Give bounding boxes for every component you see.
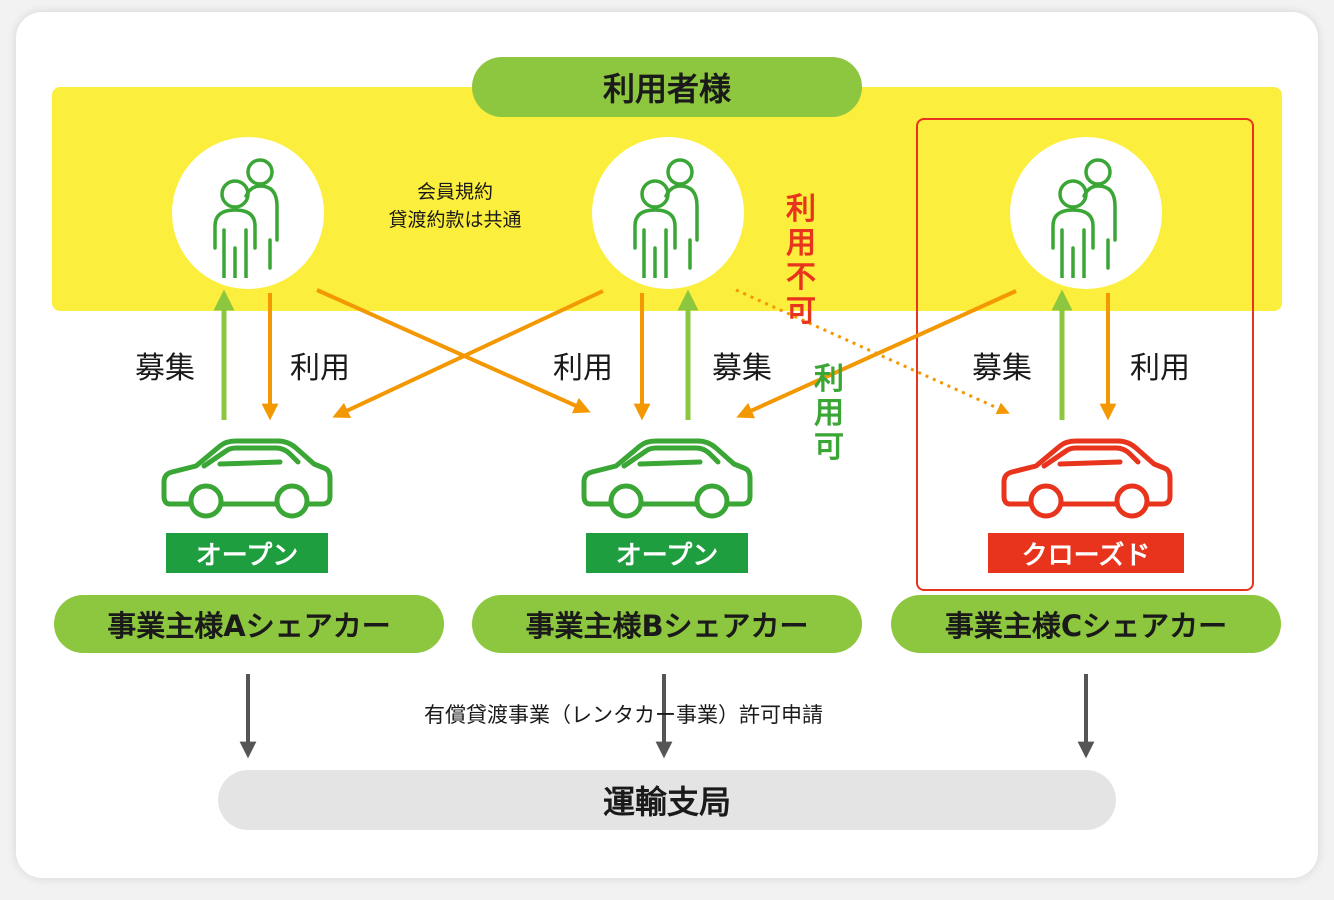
car-icon xyxy=(1001,438,1173,519)
note-line-2: 貸渡約款は共通 xyxy=(388,209,522,231)
cross-use-arrow-c-to-b xyxy=(736,289,1017,419)
business-a: 事業主様Aシェアカー xyxy=(54,595,444,653)
cross-use-arrow-b-to-a xyxy=(332,289,604,419)
users-icon xyxy=(1051,158,1117,278)
use-label-a: 利用 xyxy=(290,351,350,386)
transport-bureau: 運輸支局 xyxy=(218,770,1116,830)
use-label-b: 利用 xyxy=(553,351,613,386)
recruit-label-b: 募集 xyxy=(712,351,772,386)
business-c: 事業主様Cシェアカー xyxy=(891,595,1281,653)
car-icon xyxy=(161,438,333,519)
status-badge-open-a: オープン xyxy=(166,533,328,573)
not-allowed-char: 可 xyxy=(786,294,816,329)
closed-highlight-frame xyxy=(916,118,1254,591)
shared-terms-note: 会員規約 貸渡約款は共通 xyxy=(360,178,550,234)
not-allowed-label: 利 用 不 可 xyxy=(784,193,818,329)
cross-use-arrow-a-to-b xyxy=(316,288,591,414)
user-group-c xyxy=(1010,137,1162,289)
not-allowed-char: 利 xyxy=(786,192,816,227)
status-badge-open-b: オープン xyxy=(586,533,748,573)
permit-application-text: 有償貸渡事業（レンタカー事業）許可申請 xyxy=(424,703,823,727)
use-label-c: 利用 xyxy=(1130,351,1190,386)
users-icon xyxy=(213,158,279,278)
user-group-b xyxy=(592,137,744,289)
users-icon xyxy=(633,158,699,278)
user-group-a xyxy=(172,137,324,289)
allowed-char: 可 xyxy=(814,430,844,465)
not-allowed-char: 用 xyxy=(786,226,816,261)
allowed-char: 利 xyxy=(814,362,844,397)
not-allowed-char: 不 xyxy=(786,260,816,295)
recruit-label-c: 募集 xyxy=(972,351,1032,386)
note-line-1: 会員規約 xyxy=(416,181,493,203)
allowed-label: 利 用 可 xyxy=(812,363,846,465)
car-icon xyxy=(581,438,753,519)
status-badge-closed-c: クローズド xyxy=(988,533,1184,573)
allowed-char: 用 xyxy=(814,396,844,431)
recruit-label-a: 募集 xyxy=(135,351,195,386)
blocked-use-arrow-b-to-c xyxy=(735,288,1010,415)
business-b: 事業主様Bシェアカー xyxy=(472,595,862,653)
users-title: 利用者様 xyxy=(472,57,862,117)
